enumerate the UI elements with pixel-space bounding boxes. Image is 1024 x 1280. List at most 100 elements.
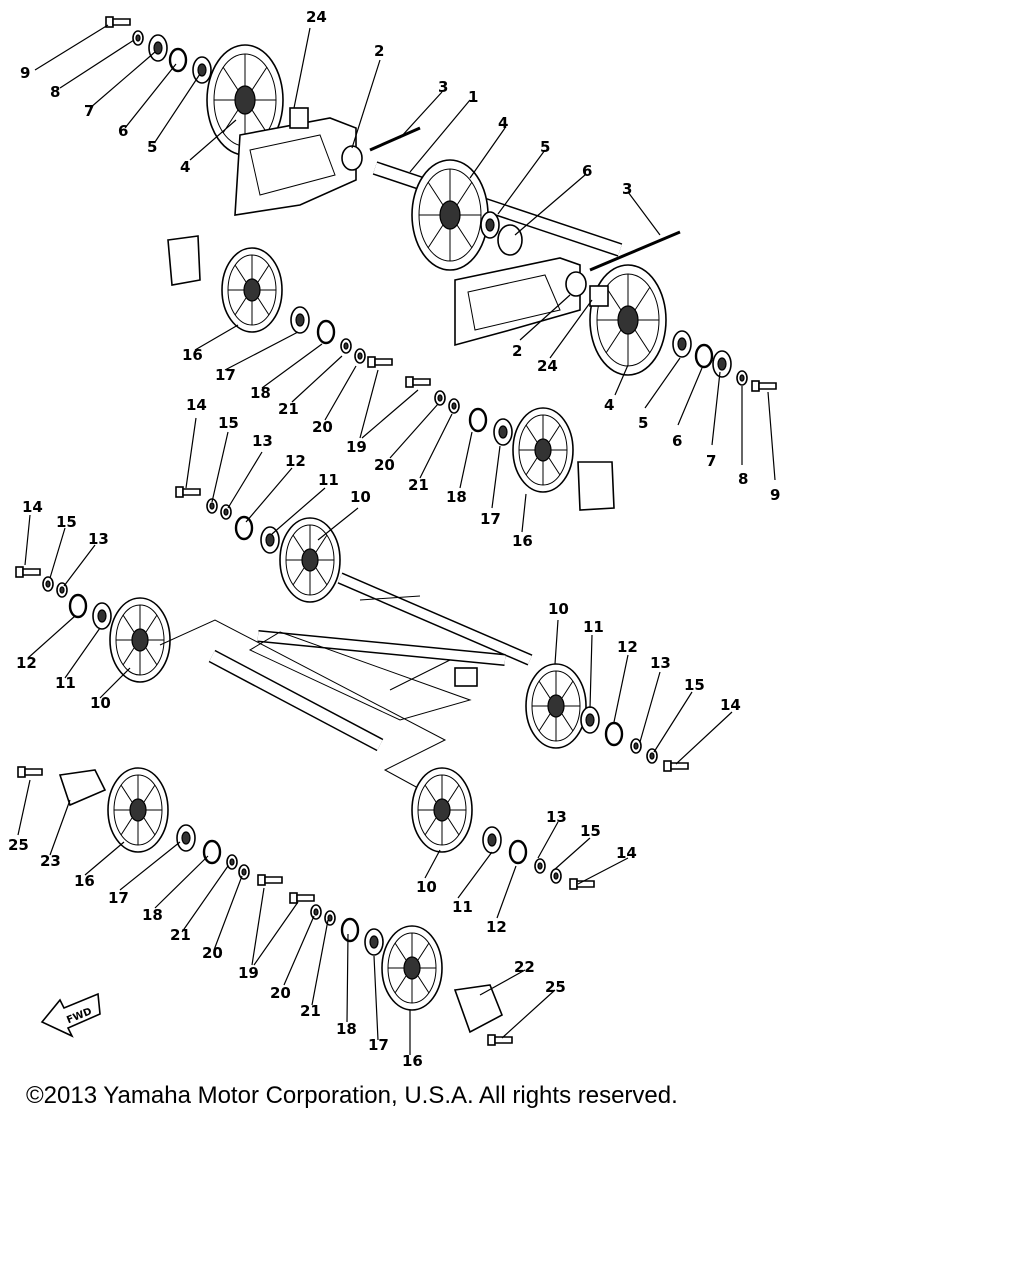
leader-lines [17, 24, 776, 1055]
wheel-10-mid [279, 517, 341, 603]
callout-14-d: 14 [616, 844, 637, 862]
callout-16-b: 16 [512, 532, 533, 550]
callout-7: 7 [84, 102, 94, 120]
callout-11-c: 11 [583, 618, 604, 636]
callout-21-c: 21 [170, 926, 191, 944]
callout-11-d: 11 [452, 898, 473, 916]
washer-13-left [56, 582, 68, 598]
washer-20-lower [238, 864, 250, 880]
cap-7-right [712, 350, 732, 378]
bracket-right [454, 257, 581, 347]
callout-9-b: 9 [770, 486, 780, 504]
callout-20: 20 [312, 418, 333, 436]
ring-12-right [604, 721, 624, 747]
callout-17: 17 [215, 366, 236, 384]
bolt-19-upper-a [367, 356, 393, 368]
bolt-9-right [751, 380, 777, 392]
bolt-14-right [663, 760, 689, 772]
callout-7-b: 7 [706, 452, 716, 470]
bearing-17-upper-b [493, 418, 513, 446]
collar-24-right [589, 285, 609, 307]
callout-9: 9 [20, 64, 30, 82]
callout-labels: 9 8 7 6 5 4 24 2 3 1 4 5 6 3 2 24 4 5 6 … [8, 8, 780, 1070]
callout-1: 1 [468, 88, 478, 106]
callout-20-d: 20 [270, 984, 291, 1002]
callout-17-c: 17 [108, 889, 129, 907]
callout-10-d: 10 [416, 878, 437, 896]
callout-4: 4 [180, 158, 190, 176]
callout-10-b: 10 [90, 694, 111, 712]
bolt-25-left [17, 766, 43, 778]
bearing-11-right [580, 706, 600, 734]
exploded-parts-diagram: 9 8 7 6 5 4 24 2 3 1 4 5 6 3 2 24 4 5 6 … [8, 8, 780, 1070]
callout-4-b: 4 [498, 114, 508, 132]
callout-25: 25 [8, 836, 29, 854]
callout-17-d: 17 [368, 1036, 389, 1054]
callout-15-b: 15 [56, 513, 77, 531]
nut-2-right [565, 271, 587, 297]
washer-13-mid [220, 504, 232, 520]
callout-5-b: 5 [540, 138, 550, 156]
washer-15-right [646, 748, 658, 764]
middle-frame-assembly [15, 486, 689, 801]
callout-24: 24 [306, 8, 327, 26]
bracket-left [234, 117, 357, 216]
callout-6-b: 6 [582, 162, 592, 180]
bearing-17-lower [176, 824, 196, 852]
callout-3: 3 [438, 78, 448, 96]
wheel-10-left [109, 597, 171, 683]
callout-8: 8 [50, 83, 60, 101]
callout-6-c: 6 [672, 432, 682, 450]
bearing-11-lower [482, 826, 502, 854]
callout-21-b: 21 [408, 476, 429, 494]
bolt-14-lower [569, 878, 595, 890]
callout-16: 16 [182, 346, 203, 364]
wheel-10-lower [411, 767, 473, 853]
upper-idler-assembly [167, 235, 615, 511]
mount-23 [58, 769, 107, 807]
callout-20-c: 20 [202, 944, 223, 962]
collar-24-top [289, 107, 309, 129]
callout-19-b: 19 [238, 964, 259, 982]
callout-24-b: 24 [537, 357, 558, 375]
bolt-25-right [487, 1034, 513, 1046]
idler-wheel-16-upper-left [221, 247, 283, 333]
callout-21-d: 21 [300, 1002, 321, 1020]
callout-3-b: 3 [622, 180, 632, 198]
callout-13-c: 13 [650, 654, 671, 672]
sleeve-6-center [497, 224, 523, 256]
callout-18-d: 18 [336, 1020, 357, 1038]
washer-21-lower [226, 854, 238, 870]
drive-wheel-4-right [589, 264, 667, 376]
washer-8-top [132, 30, 144, 46]
washer-21-upper-b [448, 398, 460, 414]
bolt-19-lower-b [289, 892, 315, 904]
cap-7-top [148, 34, 168, 62]
bolt-19-upper-b [405, 376, 431, 388]
callout-13-b: 13 [88, 530, 109, 548]
ring-12-left [68, 593, 88, 619]
callout-5: 5 [147, 138, 157, 156]
washer-15-lower [550, 868, 562, 884]
washer-13-right [630, 738, 642, 754]
callout-12-d: 12 [486, 918, 507, 936]
washer-20-upper [354, 348, 366, 364]
callout-19: 19 [346, 438, 367, 456]
callout-11: 11 [318, 471, 339, 489]
callout-14-c: 14 [720, 696, 741, 714]
bearing-5-top [192, 56, 212, 84]
callout-14-b: 14 [22, 498, 43, 516]
washer-15-left [42, 576, 54, 592]
bolt-14-left [15, 566, 41, 578]
bearing-17-lower-b [364, 928, 384, 956]
idler-wheel-16-upper-right [512, 407, 574, 493]
callout-10: 10 [350, 488, 371, 506]
callout-22: 22 [514, 958, 535, 976]
ring-6-right [694, 343, 714, 369]
callout-18-b: 18 [446, 488, 467, 506]
callout-12: 12 [285, 452, 306, 470]
ring-12-mid [234, 515, 254, 541]
callout-15: 15 [218, 414, 239, 432]
washer-20-upper-b [434, 390, 446, 406]
callout-18-c: 18 [142, 906, 163, 924]
